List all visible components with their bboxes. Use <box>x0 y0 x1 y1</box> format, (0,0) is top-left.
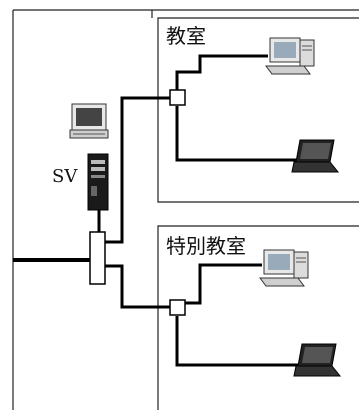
server-monitor-icon <box>69 103 109 139</box>
server-tower-icon <box>87 153 109 211</box>
room-special-classroom-box <box>157 225 359 410</box>
special-classroom-hub <box>169 299 186 316</box>
room-label-classroom: 教室 <box>166 24 206 48</box>
classroom-hub <box>169 89 186 106</box>
main-switch <box>89 231 106 285</box>
classroom-desktop-icon <box>265 37 315 75</box>
outer-frame <box>12 9 359 410</box>
classroom-laptop-icon <box>291 139 340 173</box>
room-label-special-classroom: 特別教室 <box>166 234 246 258</box>
cables <box>97 54 300 367</box>
server-label: SV <box>52 166 78 187</box>
room-classroom-box <box>157 17 359 203</box>
special-classroom-laptop-icon <box>293 343 342 377</box>
special-classroom-desktop-icon <box>259 249 309 287</box>
